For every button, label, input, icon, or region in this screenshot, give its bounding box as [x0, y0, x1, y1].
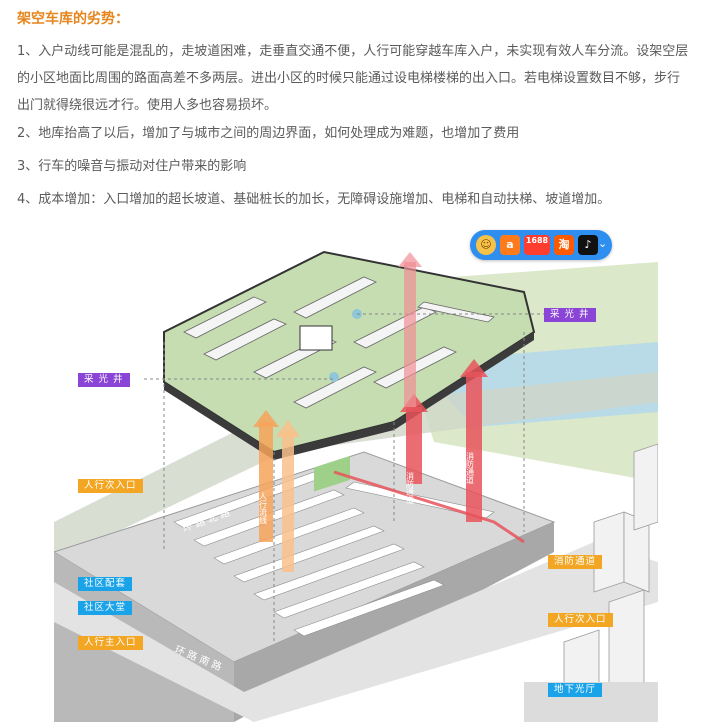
- paragraph-1: 1、入户动线可能是混乱的，走坡道困难，走垂直交通不便，人行可能穿越车库入户，未实…: [17, 38, 689, 119]
- label-skylight-left: 采 光 井: [78, 373, 130, 387]
- garage-diagram: 环 路 北 路 环 路 南 路 消防通道 消防通道 人行流线: [54, 222, 658, 722]
- paragraph-4: 4、成本增加：入口增加的超长坡道、基础桩长的加长，无障碍设施增加、电梯和自动扶梯…: [17, 186, 689, 213]
- article-heading: 架空车库的劣势：: [17, 8, 129, 28]
- label-underground-hall: 地下光厅: [548, 683, 602, 697]
- label-skylight-right: 采 光 井: [544, 308, 596, 322]
- diagram-illustration: 环 路 北 路 环 路 南 路 消防通道 消防通道 人行流线: [54, 222, 658, 722]
- roof-void: [300, 326, 332, 350]
- label-fire-lane: 消防通道: [548, 555, 602, 569]
- label-secondary-entrance-right: 人行次入口: [548, 613, 613, 627]
- pedestrian-caption: 人行流线: [259, 492, 268, 524]
- taobao-icon[interactable]: 淘: [554, 235, 574, 255]
- avatar-icon[interactable]: ☺: [476, 235, 496, 255]
- fire-lane-caption-a: 消防通道: [406, 471, 415, 505]
- chevron-down-icon[interactable]: ⌄: [598, 237, 607, 250]
- paragraph-3: 3、行车的噪音与振动对住户带来的影响: [17, 153, 689, 180]
- skylight-marker-2: [329, 372, 339, 382]
- label-main-entrance: 人行主入口: [78, 636, 143, 650]
- tiktok-icon[interactable]: ♪: [578, 235, 598, 255]
- floating-toolbar[interactable]: ☺ a 1688 淘 ♪ ⌄: [470, 230, 612, 260]
- 1688-icon[interactable]: 1688: [524, 235, 550, 255]
- fire-lane-caption-b: 消防通道: [466, 451, 475, 485]
- label-community-lobby: 社区大堂: [78, 601, 132, 615]
- alipay-icon[interactable]: a: [500, 235, 520, 255]
- paragraph-2: 2、地库抬高了以后，增加了与城市之间的周边界面，如何处理成为难题，也增加了费用: [17, 120, 689, 147]
- label-community-facility: 社区配套: [78, 577, 132, 591]
- label-secondary-entrance-left: 人行次入口: [78, 479, 143, 493]
